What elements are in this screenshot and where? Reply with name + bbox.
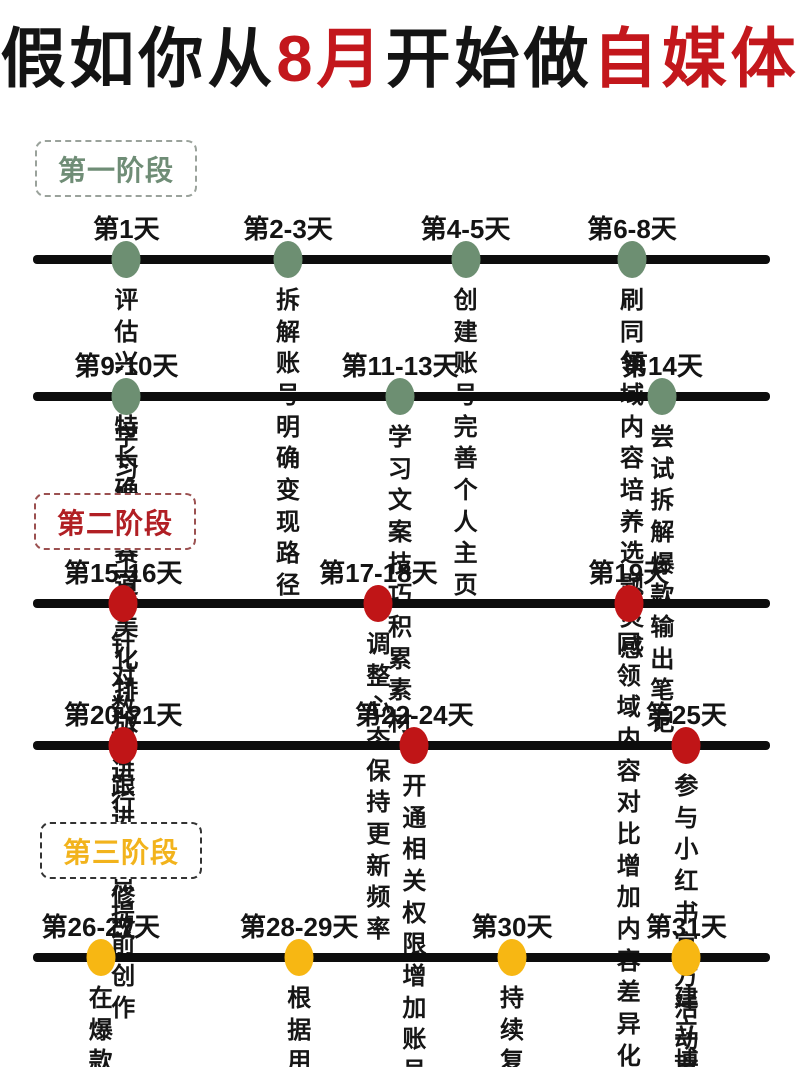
page-title: 假如你从8月开始做自媒体 [0,22,800,97]
milestone-day-label: 第19天 [588,558,670,588]
milestone-day-label: 第28-29天 [239,912,359,942]
milestone-dot [451,241,481,278]
milestone-dot [385,378,415,415]
title-text-1: 假如你从 [0,22,277,95]
phase-2-label-box: 第二阶段 [34,493,196,550]
milestone-description: 根据用户画像 调整选题方向 [287,985,312,1067]
milestone-day-label: 第26-27天 [41,912,161,942]
milestone-description: 创建账号 完善个人主页 [453,287,478,600]
milestone-day-label: 第1天 [93,214,160,244]
milestone-dot [497,939,527,976]
phase-1-label-box: 第一阶段 [35,140,197,197]
milestone-dot [363,585,393,622]
milestone-day-label: 第2-3天 [243,214,333,244]
phase-3-label: 第三阶段 [62,836,179,868]
milestone-dot [86,939,116,976]
title-text-2: 开始做 [385,22,593,95]
milestone-day-label: 第9-10天 [74,351,179,381]
milestone-day-label: 第17-18天 [319,558,438,588]
milestone-description: 建立博主 人脉圈 [674,985,699,1067]
milestone-dot [617,241,647,278]
milestone-day-label: 第25天 [645,700,727,730]
milestone-description: 在爆款内容中 关联变现产品 [88,985,113,1067]
milestone-dot [111,241,141,278]
timeline-row-phase1-1: 第1天评估兴趣特长 确定赛道第2-3天拆解账号 明确变现路径第4-5天创建账号 … [0,209,800,662]
milestone-day-label: 第14天 [621,351,703,381]
timeline-track [33,953,770,962]
milestone-day-label: 第22-24天 [355,700,474,730]
milestone-day-label: 第4-5天 [420,214,511,244]
timeline-track [33,255,770,264]
milestone-description: 开通相关权限 增加账号丰富度 [402,773,427,1067]
phase-1-label: 第一阶段 [57,154,174,186]
milestone-description: 刷同领域内容 培养选题灵感 [620,287,644,663]
milestone-description: 持续复盘 优化内容 [500,985,524,1067]
title-accent-month: 8月 [276,22,386,95]
milestone-day-label: 第15-16天 [63,558,183,588]
milestone-dot [671,727,701,764]
milestone-dot [111,378,141,415]
milestone-day-label: 第11-13天 [341,351,459,381]
phase-2-label: 第二阶段 [56,507,173,539]
timeline-track [33,599,770,608]
milestone-dot [647,378,677,415]
milestone-day-label: 第20-21天 [63,700,183,730]
milestone-day-label: 第30天 [471,912,553,942]
milestone-dot [108,727,138,764]
timeline-row-phase3-1: 第26-27天在爆款内容中 关联变现产品 第28-29天根据用户画像 调整选题方向… [0,907,800,1067]
milestone-day-label: 第6-8天 [587,214,677,244]
milestone-dot [614,585,644,622]
milestone-dot [108,585,138,622]
title-accent-topic: 自媒体 [592,22,800,95]
milestone-dot [399,727,429,764]
phase-3-label-box: 第三阶段 [40,822,202,879]
milestone-dot [273,241,303,278]
milestone-dot [284,939,314,976]
milestone-dot [671,939,701,976]
milestone-day-label: 第31天 [645,912,727,942]
